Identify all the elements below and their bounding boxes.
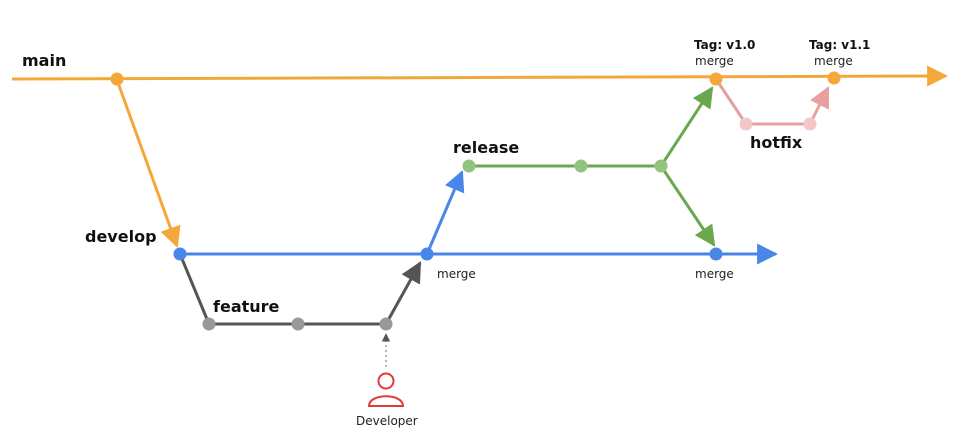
hotfix-commit-node: [803, 117, 817, 131]
release-commit-node: [574, 159, 588, 173]
develop-commit-node: [173, 247, 187, 261]
develop-merge-node-feature: [420, 247, 434, 261]
main-branch-label: main: [22, 51, 66, 70]
hotfix-commit-node: [739, 117, 753, 131]
tag-v11-label: Tag: v1.1: [809, 38, 870, 52]
main-merge-node-v11: [827, 71, 841, 85]
main-to-develop-arrow: [115, 79, 181, 248]
feature-commit-node: [291, 317, 305, 331]
hotfix-branch-label: hotfix: [750, 133, 803, 152]
merge-label-develop-feature: merge: [437, 267, 476, 281]
merge-label-v11: merge: [814, 54, 853, 68]
feature-to-develop-arrow: [384, 261, 422, 325]
person-icon: [367, 372, 405, 407]
hotfix-to-main-arrow: [808, 86, 830, 125]
release-branch-label: release: [453, 138, 519, 157]
feature-branch-label: feature: [213, 297, 280, 316]
merge-label-develop-release: merge: [695, 267, 734, 281]
main-to-hotfix-line: [714, 78, 748, 125]
developer-label: Developer: [356, 414, 418, 428]
release-commit-node: [654, 159, 668, 173]
release-commit-node: [462, 159, 476, 173]
tag-v10-label: Tag: v1.0: [694, 38, 755, 52]
feature-commit-node: [202, 317, 216, 331]
main-commit-node: [110, 72, 124, 86]
merge-label-v10: merge: [695, 54, 734, 68]
develop-merge-node-release: [709, 247, 723, 261]
develop-to-release-arrow: [425, 170, 465, 255]
develop-branch-label: develop: [85, 227, 157, 246]
release-to-main-arrow: [659, 86, 714, 167]
develop-to-feature-line: [178, 253, 211, 325]
feature-commit-node: [379, 317, 393, 331]
main-merge-node-v10: [709, 72, 723, 86]
release-to-develop-arrow: [659, 165, 716, 247]
main-branch-line: [11, 65, 949, 87]
